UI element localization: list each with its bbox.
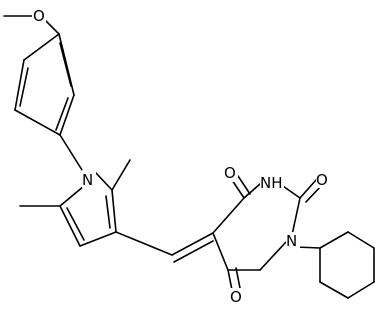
bond — [347, 231, 375, 249]
bond — [212, 197, 245, 234]
bond — [59, 42, 72, 87]
atom-N-pyrrole: N — [82, 170, 96, 189]
bond — [59, 94, 75, 136]
atom-O-c6: O — [230, 288, 244, 306]
bond — [14, 59, 25, 111]
bond — [14, 109, 61, 136]
bond — [19, 67, 29, 107]
atom-O-c4: O — [224, 164, 238, 182]
bonds — [3, 15, 375, 299]
bond — [291, 197, 301, 236]
bond — [227, 269, 233, 291]
bond — [243, 183, 261, 199]
atom-O-c2: O — [316, 170, 330, 189]
atom-label: O — [230, 288, 242, 306]
bond — [79, 231, 117, 247]
atom-label: N — [286, 232, 297, 250]
bond — [173, 240, 214, 263]
bond — [59, 185, 85, 207]
atom-label: O — [224, 164, 236, 182]
atom-label: N — [82, 171, 93, 189]
atom-N-cyclohexyl: N — [286, 232, 300, 250]
atom-labels: O N O NH O N O — [32, 6, 330, 306]
atom-label: O — [316, 171, 328, 189]
bond — [95, 172, 113, 191]
bond — [43, 18, 60, 35]
bond — [59, 134, 83, 171]
atom-NH: NH — [260, 174, 284, 192]
bond — [231, 179, 245, 199]
bond — [259, 241, 287, 271]
atom-O-methoxy: O — [32, 6, 46, 25]
bond — [235, 267, 241, 289]
bond — [319, 281, 349, 299]
bond — [66, 207, 85, 241]
bond — [111, 189, 117, 233]
bond — [171, 232, 214, 256]
bond — [347, 281, 375, 299]
atom-label: NH — [260, 174, 283, 192]
bond — [105, 195, 111, 229]
bond — [23, 33, 60, 61]
bond — [212, 232, 229, 271]
bond — [319, 231, 349, 249]
bond — [115, 231, 173, 256]
bond — [299, 179, 317, 199]
bond — [111, 159, 131, 191]
atom-label: O — [33, 7, 45, 25]
bond — [55, 97, 69, 131]
bond — [237, 175, 251, 195]
bond — [59, 205, 81, 247]
